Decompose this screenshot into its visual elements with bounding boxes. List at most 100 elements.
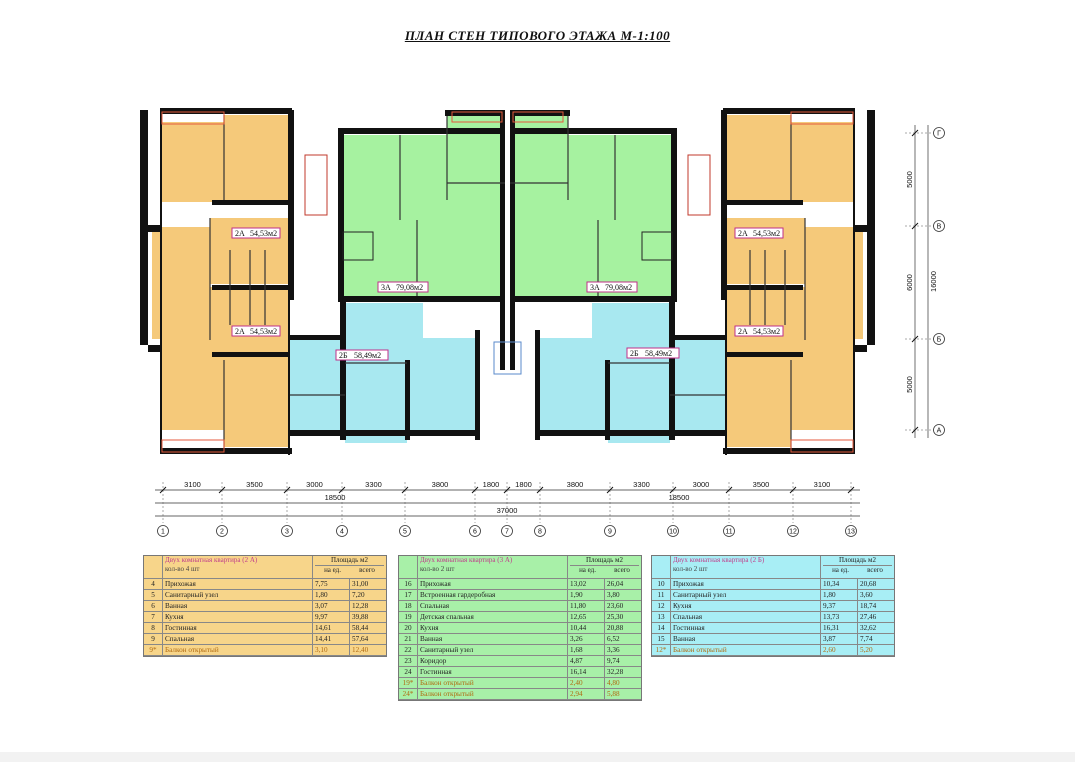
- dimension-value: 3300: [365, 480, 382, 489]
- drawing-title: ПЛАН СТЕН ТИПОВОГО ЭТАЖА М-1:100: [404, 28, 671, 43]
- axis-bubble: [336, 525, 348, 537]
- axis-label: А: [937, 428, 942, 435]
- apartment-tag-area: 79,08м2: [605, 283, 632, 292]
- apartment-tag-box: [231, 325, 281, 337]
- legend-cell-n: 22: [399, 644, 418, 656]
- apartment-tag-box: [626, 347, 680, 359]
- legend-cell-total: 20,88: [604, 622, 641, 634]
- legend-cell-unit: 4,87: [567, 655, 605, 667]
- legend-area-columns: на ед.всего: [823, 565, 892, 575]
- legend-cell-n: 17: [399, 589, 418, 601]
- axis-bubble: [787, 525, 799, 537]
- dimension-value: 18500: [325, 493, 346, 502]
- axis-bubble: [933, 127, 945, 139]
- legend-cell-name: Балкон открытый: [417, 677, 568, 689]
- legend-cell-name: Балкон открытый: [417, 688, 568, 700]
- dimension-tick: [283, 486, 291, 494]
- wall: [723, 108, 855, 114]
- axis-bubble: [157, 525, 169, 537]
- axis-label: 12: [789, 529, 797, 536]
- legend-cell-name: Санитарный узел: [162, 589, 313, 601]
- wall: [288, 335, 345, 340]
- legend-cell-n: 10: [652, 578, 671, 590]
- axis-bubble: [667, 525, 679, 537]
- legend-cell-n: 23: [399, 655, 418, 667]
- wall: [535, 430, 727, 436]
- legend-table: Двух комнатная квартира (2 А)кол-во 4 шт…: [144, 556, 386, 656]
- legend-cell-total: 57,64: [349, 633, 386, 645]
- legend-cell-n: 24: [399, 666, 418, 678]
- apartment-tag-area: 54,53м2: [753, 229, 780, 238]
- legend-cell-n: 8: [144, 622, 163, 634]
- dimension-tick: [847, 486, 855, 494]
- legend-cell-total: 7,20: [349, 589, 386, 601]
- legend-cell-name: Балкон открытый: [162, 644, 313, 656]
- legend-cell-total: 31,00: [349, 578, 386, 590]
- axis-label: В: [937, 224, 942, 231]
- legend-table: Двух комнатная квартира (2 Б)кол-во 2 шт…: [652, 556, 894, 656]
- room-fill: [727, 248, 805, 284]
- legend-cell-n: 16: [399, 578, 418, 590]
- legend-cell-n: 19: [399, 611, 418, 623]
- legend-cell-unit: 1,80: [312, 589, 350, 601]
- axis-bubble: [933, 424, 945, 436]
- apartment-tag-box: [734, 325, 784, 337]
- room-fill: [510, 200, 598, 298]
- wall: [671, 128, 677, 300]
- dimension-tick: [536, 486, 544, 494]
- legend-count: кол-во 2 шт: [673, 565, 708, 573]
- axis-label: 13: [847, 529, 855, 536]
- apartment-tag-box: [335, 349, 389, 361]
- wall: [670, 335, 727, 340]
- apartment-tag-area: 54,53м2: [250, 229, 277, 238]
- wall: [160, 448, 292, 454]
- dimension-tick: [218, 486, 226, 494]
- legend-cell-total: 9,74: [604, 655, 641, 667]
- axis-bubble: [281, 525, 293, 537]
- dimension-tick: [911, 222, 919, 230]
- legend-cell-unit: 13,02: [567, 578, 605, 590]
- legend-cell-total: 58,44: [349, 622, 386, 634]
- wall: [212, 200, 290, 205]
- dimension-value: 3000: [306, 480, 323, 489]
- balcony: [790, 111, 854, 125]
- legend-col-total: всего: [359, 566, 375, 574]
- legend-title: Двух комнатная квартира (2 Б): [673, 556, 765, 564]
- legend-cell-n: 20: [399, 622, 418, 634]
- wall: [535, 330, 540, 440]
- room-fill: [791, 338, 853, 430]
- dimension-tick: [789, 486, 797, 494]
- apartment-tag-code: 2А: [235, 229, 245, 238]
- legend-cell-total: 4,80: [604, 677, 641, 689]
- apartment-tag-box: [231, 227, 281, 239]
- wall: [725, 200, 803, 205]
- legend-title: Двух комнатная квартира (3 А): [420, 556, 513, 564]
- legend-table: Двух комнатная квартира (3 А)кол-во 2 шт…: [399, 556, 641, 700]
- room-fill: [510, 115, 568, 200]
- wall: [605, 360, 610, 440]
- wall: [725, 285, 803, 290]
- legend-cell-name: Гостинная: [162, 622, 313, 634]
- legend-cell-unit: 14,61: [312, 622, 350, 634]
- dimension-tick: [911, 335, 919, 343]
- wall: [160, 110, 162, 450]
- legend-col-unit: на ед.: [324, 566, 341, 574]
- axis-label: 5: [403, 529, 407, 536]
- dimension-value: 3100: [184, 480, 201, 489]
- wall: [510, 110, 570, 116]
- room-fill: [538, 338, 608, 430]
- elevator-icon: [641, 231, 673, 261]
- wall: [725, 110, 727, 455]
- legend-cell-total: 3,60: [857, 589, 894, 601]
- legend-header-row: Двух комнатная квартира (2 Б)кол-во 2 шт…: [652, 556, 894, 579]
- legend-area-columns: на ед. всего: [315, 565, 384, 575]
